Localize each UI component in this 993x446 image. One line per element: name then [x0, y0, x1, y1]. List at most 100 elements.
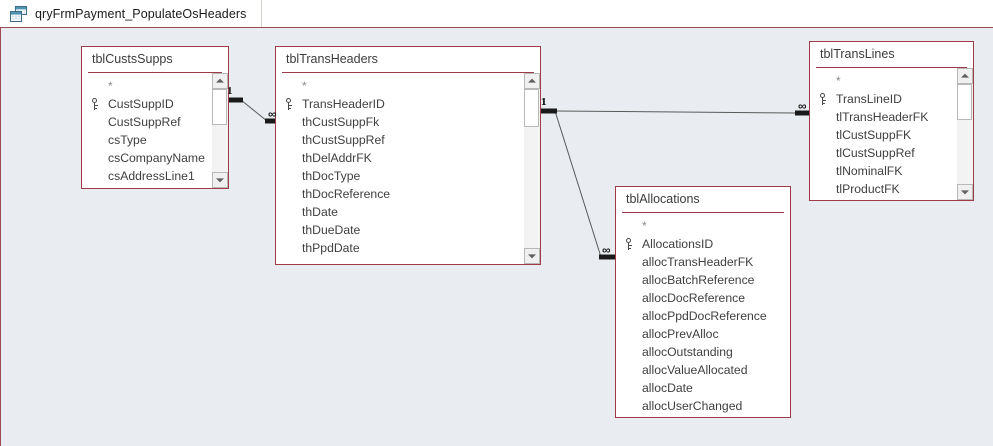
field-list-scrollbar[interactable]	[523, 73, 540, 264]
relationship-line[interactable]	[240, 99, 268, 122]
field-gutter	[616, 397, 642, 415]
field-name: TransHeaderID	[302, 97, 385, 111]
field-row[interactable]: allocValueAllocated	[616, 361, 790, 379]
field-row[interactable]: thDocReference	[276, 185, 523, 203]
field-row[interactable]: AllocationsID	[616, 235, 790, 253]
field-row[interactable]: TransLineID	[810, 90, 956, 108]
field-name: allocUserChanged	[642, 399, 743, 413]
field-row[interactable]: csCompanyName	[82, 149, 211, 167]
field-row[interactable]: tlNominalFK	[810, 162, 956, 180]
field-gutter	[82, 167, 108, 185]
scroll-up-icon[interactable]	[212, 73, 228, 89]
field-name: AllocationsID	[642, 237, 714, 251]
relationship-end-one	[539, 108, 557, 114]
field-list-title[interactable]: tblCustsSupps	[82, 47, 228, 72]
primary-key-icon	[616, 235, 642, 253]
field-gutter	[276, 113, 302, 131]
field-list-scrollbar[interactable]	[956, 68, 973, 200]
scroll-up-icon[interactable]	[957, 68, 973, 84]
field-list-scrollbar[interactable]	[211, 73, 228, 188]
field-row[interactable]: thCustSuppFk	[276, 113, 523, 131]
title-divider	[622, 212, 784, 213]
field-row[interactable]: allocUserChanged	[616, 397, 790, 415]
scroll-down-icon[interactable]	[524, 248, 540, 264]
field-row[interactable]: allocBatchReference	[616, 271, 790, 289]
field-list-title[interactable]: tblAllocations	[616, 187, 790, 212]
field-row[interactable]: tlCustSuppRef	[810, 144, 956, 162]
field-list-tblTransHeaders[interactable]: tblTransHeaders * TransHeaderID thCustSuppF…	[275, 46, 541, 265]
field-row[interactable]: tlProductFK	[810, 180, 956, 198]
field-name: allocDocReference	[642, 291, 745, 305]
field-list-title[interactable]: tblTransLines	[810, 42, 973, 67]
scroll-up-icon[interactable]	[524, 73, 540, 89]
field-list-tblCustsSupps[interactable]: tblCustsSupps * CustSuppID CustSuppRef csTyp…	[81, 46, 229, 189]
field-gutter	[810, 144, 836, 162]
field-name: *	[108, 79, 113, 93]
relationship-line[interactable]	[554, 110, 798, 114]
field-name: tlNominalFK	[836, 164, 903, 178]
field-name: thDate	[302, 205, 338, 219]
field-row-all[interactable]: *	[810, 72, 956, 90]
field-row[interactable]: allocTransHeaderFK	[616, 253, 790, 271]
field-name: thCustSuppFk	[302, 115, 380, 129]
field-row[interactable]: allocPrevAlloc	[616, 325, 790, 343]
field-name: tlProductFK	[836, 182, 900, 196]
field-row[interactable]: thDate	[276, 203, 523, 221]
scroll-down-icon[interactable]	[957, 184, 973, 200]
field-gutter	[276, 221, 302, 239]
primary-key-icon	[276, 95, 302, 113]
field-gutter	[616, 253, 642, 271]
field-name: allocBatchReference	[642, 273, 755, 287]
field-row[interactable]: csType	[82, 131, 211, 149]
scrollbar-thumb[interactable]	[957, 84, 972, 120]
cardinality-one-label: 1	[541, 96, 547, 108]
field-row[interactable]: thPpdDate	[276, 239, 523, 257]
field-row[interactable]: tlTransHeaderFK	[810, 108, 956, 126]
field-row[interactable]: allocDocReference	[616, 289, 790, 307]
field-name: CustSuppRef	[108, 115, 181, 129]
field-name: allocTransHeaderFK	[642, 255, 754, 269]
field-gutter	[810, 180, 836, 198]
scroll-down-icon[interactable]	[212, 172, 228, 188]
field-row[interactable]: allocPpdDocReference	[616, 307, 790, 325]
field-list-tblAllocations[interactable]: tblAllocations * AllocationsID allocTransHe…	[615, 186, 791, 418]
field-gutter	[810, 126, 836, 144]
field-row[interactable]: allocDate	[616, 379, 790, 397]
scrollbar-track[interactable]	[524, 89, 540, 248]
field-name: thDocReference	[302, 187, 391, 201]
relationship-line[interactable]	[554, 110, 602, 258]
field-row[interactable]: thDocType	[276, 167, 523, 185]
field-row[interactable]: allocOutstanding	[616, 343, 790, 361]
field-name: *	[836, 74, 841, 88]
field-list-title[interactable]: tblTransHeaders	[276, 47, 540, 72]
field-row-all[interactable]: *	[82, 77, 211, 95]
field-gutter	[276, 167, 302, 185]
document-tab-strip: qryFrmPayment_PopulateOsHeaders	[0, 0, 993, 27]
field-gutter	[810, 162, 836, 180]
scrollbar-track[interactable]	[212, 89, 228, 172]
field-row[interactable]: thCustSuppRef	[276, 131, 523, 149]
cardinality-many-label: ∞	[798, 99, 807, 113]
field-row[interactable]: csAddressLine1	[82, 167, 211, 185]
scrollbar-thumb[interactable]	[212, 89, 227, 125]
field-gutter	[276, 239, 302, 257]
scrollbar-track[interactable]	[957, 84, 973, 184]
field-row[interactable]: CustSuppRef	[82, 113, 211, 131]
scrollbar-thumb[interactable]	[524, 89, 539, 127]
field-row-all[interactable]: *	[616, 217, 790, 235]
field-row[interactable]: thDelAddrFK	[276, 149, 523, 167]
field-row[interactable]: TransHeaderID	[276, 95, 523, 113]
field-row-all[interactable]: *	[276, 77, 523, 95]
field-gutter	[616, 361, 642, 379]
field-row[interactable]: CustSuppID	[82, 95, 211, 113]
query-design-surface[interactable]: tblCustsSupps * CustSuppID CustSuppRef csTyp…	[0, 27, 993, 446]
document-tab[interactable]: qryFrmPayment_PopulateOsHeaders	[0, 0, 262, 27]
field-name: thPpdDate	[302, 241, 360, 255]
field-row[interactable]: tlCustSuppFK	[810, 126, 956, 144]
field-gutter	[616, 217, 642, 235]
field-row[interactable]: thDueDate	[276, 221, 523, 239]
